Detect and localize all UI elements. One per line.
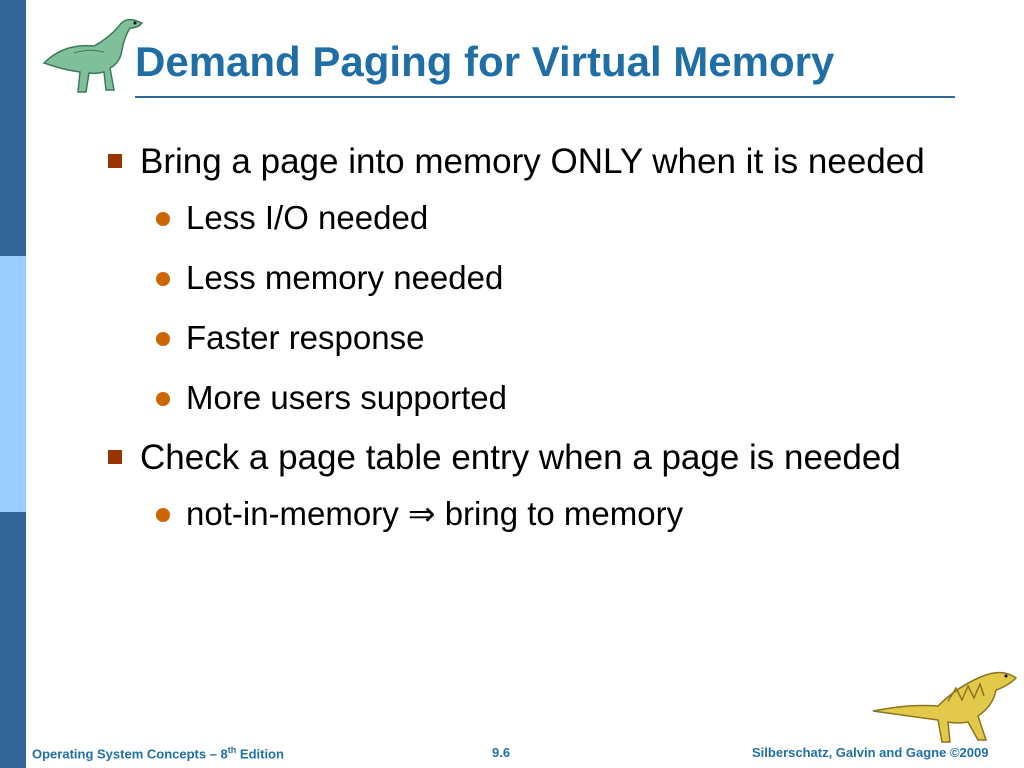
dot-bullet-icon xyxy=(156,508,170,522)
slide-title: Demand Paging for Virtual Memory xyxy=(135,38,835,85)
bullet-item: Bring a page into memory ONLY when it is… xyxy=(100,140,980,184)
footer-title-suffix: Edition xyxy=(236,746,284,762)
sub-bullet-item: Less memory needed xyxy=(100,256,980,300)
sub-bullet-item: Faster response xyxy=(100,316,980,360)
footer-title-superscript: th xyxy=(227,745,237,755)
dinosaur-corner-icon xyxy=(872,671,1018,743)
footer-page-number: 9.6 xyxy=(492,745,511,760)
footer-course-title: Operating System Concepts – 8th Edition xyxy=(32,745,284,761)
sub-bullet-text: Less memory needed xyxy=(186,259,504,296)
sub-bullet-item: Less I/O needed xyxy=(100,196,980,240)
left-bar-bottom xyxy=(0,512,26,768)
sub-bullet-text: More users supported xyxy=(186,379,507,416)
left-bar-middle xyxy=(0,256,26,512)
sub-bullet-text: Faster response xyxy=(186,319,425,356)
sub-bullet-item: not-in-memory ⇒ bring to memory xyxy=(100,492,980,536)
square-bullet-icon xyxy=(108,154,122,168)
dinosaur-logo-icon xyxy=(42,18,144,93)
footer-copyright: Silberschatz, Galvin and Gagne ©2009 xyxy=(752,745,989,760)
square-bullet-icon xyxy=(108,450,122,464)
bullet-text: Check a page table entry when a page is … xyxy=(140,438,901,477)
sub-bullet-item: More users supported xyxy=(100,376,980,420)
sub-bullet-text: Less I/O needed xyxy=(186,199,429,236)
dot-bullet-icon xyxy=(156,392,170,406)
dot-bullet-icon xyxy=(156,212,170,226)
bullet-list: Bring a page into memory ONLY when it is… xyxy=(100,140,980,552)
dot-bullet-icon xyxy=(156,332,170,346)
bullet-item: Check a page table entry when a page is … xyxy=(100,436,980,480)
sub-bullet-text: not-in-memory ⇒ bring to memory xyxy=(186,495,684,532)
bullet-text: Bring a page into memory ONLY when it is… xyxy=(140,142,925,181)
footer-title-prefix: Operating System Concepts – 8 xyxy=(32,746,228,762)
dot-bullet-icon xyxy=(156,272,170,286)
title-divider xyxy=(135,96,955,98)
left-bar-top xyxy=(0,0,26,256)
